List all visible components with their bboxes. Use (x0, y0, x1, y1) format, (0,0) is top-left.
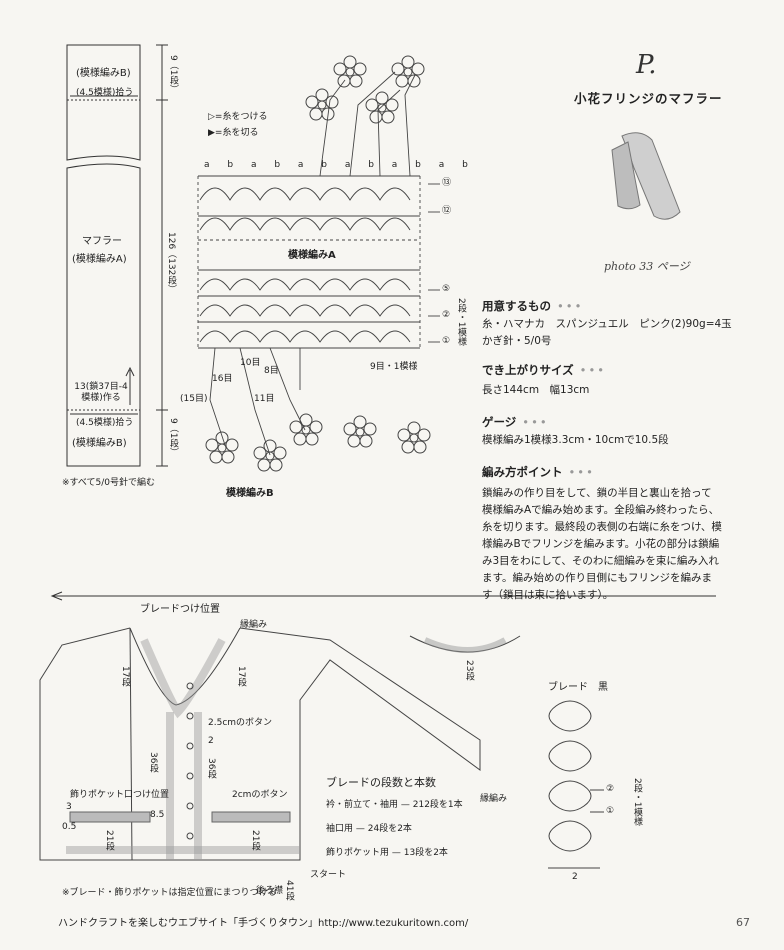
gauge-text: 模様編み1模様3.3cm・10cmで10.5段 (482, 434, 669, 446)
chart-label-b: 模様編みB (226, 488, 274, 499)
muffler-cast-on: 13(鎖37目-4模様)作る (74, 382, 128, 403)
chart-label-a: 模様編みA (288, 250, 336, 261)
legend-attach: ▷=糸をつける (208, 112, 268, 122)
dim-05: 0.5 (62, 822, 77, 832)
row-12: ⑫ (442, 206, 452, 216)
row-5: ⑤ (442, 284, 451, 294)
points-heading: 編み方ポイント••• (482, 465, 595, 479)
pattern-title: 小花フリンジのマフラー (574, 91, 723, 106)
front-rows-right: 36段 (206, 758, 216, 779)
edging-label: 縁編み (240, 620, 268, 630)
back-label: 後ろ襟 (256, 886, 284, 896)
cardigan-note: ※ブレード・飾りポケットは指定位置にまつりつける (62, 888, 277, 898)
page-number: 67 (736, 916, 750, 929)
braid-table-title: ブレードの段数と本数 (326, 776, 436, 789)
fringe-count-16: 16目 (212, 374, 233, 384)
pocket-rows-right: 21段 (250, 830, 260, 851)
gauge-heading: ゲージ••• (482, 415, 549, 429)
muffler-main-pattern: (模様編みA) (72, 254, 127, 265)
braid-row-3: 飾りポケット用 — 13段を2本 (326, 848, 448, 858)
materials-heading: 用意するもの••• (482, 299, 584, 313)
front-rows: 36段 (148, 752, 158, 773)
fringe-count-8: 8目 (264, 366, 279, 376)
row-13: ⑬ (442, 178, 452, 188)
photo-ref: photo 33 ページ (604, 260, 690, 273)
button-small: 2cmのボタン (232, 790, 288, 800)
back-rows: 41段 (284, 880, 294, 901)
pocket-rows: 21段 (104, 830, 114, 851)
muffler-bottom-pattern: (模様編みB) (72, 438, 127, 449)
collar-rows: 23段 (464, 660, 474, 681)
fringe-count-15: (15目) (180, 394, 208, 404)
chart-ab-letters: a b a b a b a b a b a b (204, 160, 468, 170)
materials-line-2: かぎ針・5/0号 (482, 335, 552, 347)
muffler-top-pattern: (模様編みB) (76, 68, 131, 79)
materials-line-1: 糸・ハマナカ スパンジュエル ピンク(2)90g=4玉 (482, 318, 732, 330)
braid-position: ブレードつけ位置 (140, 604, 220, 615)
dim-3: 3 (66, 802, 72, 812)
fringe-count-10: 10目 (240, 358, 261, 368)
row-1: ① (442, 336, 451, 346)
button-big: 2.5cmのボタン (208, 718, 273, 728)
braid-row-1: 衿・前立て・袖用 — 212段を1本 (326, 800, 463, 810)
muffler-top-rows: 9（1段） (168, 55, 178, 94)
size-heading: でき上がりサイズ••• (482, 363, 607, 377)
muffler-bottom-rows: 9（1段） (168, 418, 178, 457)
fringe-count-11: 11目 (254, 394, 275, 404)
muffler-length: 126（132段） (166, 232, 176, 294)
braid-title: ブレード 黒 (548, 682, 608, 693)
braid-row-1: ① (606, 806, 615, 816)
muffler-main-name: マフラー (82, 236, 122, 247)
points-text: 鎖編みの作り目をして、鎖の半目と裏山を拾って模様編みAで編み始めます。全段編み終… (482, 487, 722, 601)
row-2: ② (442, 310, 451, 320)
braid-repeat: 2段・1模様 (632, 778, 642, 826)
muffler-top-pick: (4.5模様)拾う (76, 88, 134, 98)
dim-85: 8.5 (150, 810, 165, 820)
neck-rows-left: 17段 (120, 666, 130, 687)
neck-rows-right: 17段 (236, 666, 246, 687)
legend-cut: ▶=糸を切る (208, 128, 259, 138)
chart-repeat: 2段・1模様 (456, 298, 466, 346)
pocket-position: 飾りポケット口つけ位置 (70, 790, 170, 800)
attach-icon: ▷ (208, 112, 215, 122)
sleeve-edging: 縁編み (480, 794, 508, 804)
dim-2: 2 (208, 736, 214, 746)
footer-text: ハンドクラフトを楽しむウエブサイト「手づくりタウン」http://www.tez… (58, 918, 469, 929)
braid-row-2: ② (606, 784, 615, 794)
muffler-bottom-pick: (4.5模様)拾う (76, 418, 134, 428)
muffler-note: ※すべて5/0号針で編む (62, 478, 156, 488)
braid-row-2: 袖口用 — 24段を2本 (326, 824, 412, 834)
pattern-letter: P. (636, 50, 657, 80)
braid-width: 2 (572, 872, 578, 882)
chart-repeat-bottom: 9目・1模様 (370, 362, 418, 372)
cut-icon: ▶ (208, 128, 215, 138)
size-text: 長さ144cm 幅13cm (482, 384, 590, 396)
start-label: スタート (310, 870, 347, 880)
